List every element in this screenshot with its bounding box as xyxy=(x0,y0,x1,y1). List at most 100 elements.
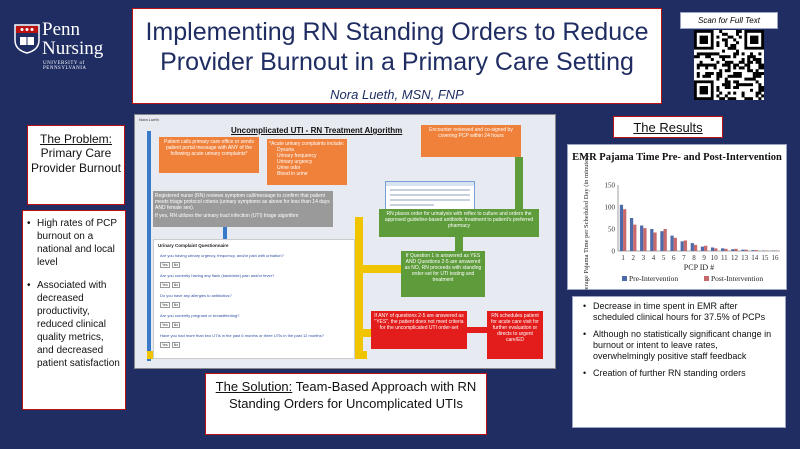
bar-pre xyxy=(710,247,715,251)
results-bullet: Creation of further RN standing orders xyxy=(583,368,781,379)
x-tick-label: 12 xyxy=(731,254,739,262)
any-yes-box: If ANY of questions 2-5 are answered as … xyxy=(371,311,467,349)
y-axis-label: Average Pajama Time per Scheduled Day (i… xyxy=(583,155,590,291)
no-option[interactable]: No xyxy=(171,322,181,328)
connector-line xyxy=(363,329,373,337)
x-tick-label: 13 xyxy=(741,254,749,262)
legend-label: Pre-Intervention xyxy=(629,274,678,283)
yes-option[interactable]: Yes xyxy=(160,282,170,288)
connector-line xyxy=(355,217,363,357)
bar-pre xyxy=(660,231,664,251)
yes-option[interactable]: Yes xyxy=(160,302,170,308)
x-axis-label: PCP ID # xyxy=(684,263,714,272)
connector-line xyxy=(147,131,151,361)
y-tick-label: 150 xyxy=(605,182,616,190)
questionnaire-title: Urinary Complaint Questionnaire xyxy=(158,243,229,248)
y-tick-label: 0 xyxy=(612,248,616,256)
complaint-item: Urinary urgency xyxy=(277,159,313,165)
x-tick-label: 11 xyxy=(721,254,728,262)
solution-panel: The Solution: Team-Based Approach with R… xyxy=(205,373,487,435)
bar-pre xyxy=(680,241,684,251)
schedule-box: RN schedules patient for acute care visi… xyxy=(487,311,543,359)
bar-pre xyxy=(751,250,755,251)
no-option[interactable]: No xyxy=(171,302,181,308)
x-tick-label: 8 xyxy=(692,254,696,262)
x-tick-label: 3 xyxy=(642,254,646,262)
bar-pre xyxy=(700,246,705,251)
logo-nursing: Nursing xyxy=(42,38,104,59)
results-bullet: Decrease in time spent in EMR after sche… xyxy=(583,301,781,323)
registered-nurse-text: Registered nurse (RN) reviews symptom ca… xyxy=(155,193,330,211)
bar-post xyxy=(754,250,758,251)
problem-panel: The Problem: Primary Care Provider Burno… xyxy=(27,125,125,205)
x-tick-label: 1 xyxy=(621,254,625,262)
results-bullet: Although no statistically significant ch… xyxy=(583,329,781,362)
patient-calls-box: Patient calls primary care office or sen… xyxy=(159,137,259,173)
yes-option[interactable]: Yes xyxy=(160,322,170,328)
logo-university: UNIVERSITY of PENNSYLVANIA xyxy=(43,61,87,71)
problem-bullets-panel: High rates of PCP burnout on a national … xyxy=(22,210,126,410)
bar-post xyxy=(704,245,708,251)
bar-pre xyxy=(619,204,624,251)
bar-pre xyxy=(640,225,644,251)
bar-post xyxy=(643,228,647,251)
x-tick-label: 16 xyxy=(771,254,779,262)
bar-pre xyxy=(650,229,654,251)
bar-post xyxy=(673,237,677,251)
problem-bullet: Associated with decreased productivity, … xyxy=(27,279,121,370)
question: Are you having urinary urgency, frequenc… xyxy=(160,253,284,258)
complaint-item: Urine odor xyxy=(277,165,301,171)
connector-line xyxy=(363,265,401,273)
results-chart-panel: EMR Pajama Time Pre- and Post-Interventi… xyxy=(567,144,787,291)
connector-line xyxy=(467,327,487,333)
qr-code-icon[interactable] xyxy=(694,30,764,100)
legend-label: Post-Intervention xyxy=(711,274,763,283)
bar-pre xyxy=(741,249,745,251)
complaints-title: *Acute urinary complaints include: xyxy=(269,141,345,147)
bar-post xyxy=(623,209,627,251)
questionnaire-panel: Urinary Complaint Questionnaire Are you … xyxy=(153,239,355,359)
bar-post xyxy=(724,248,728,251)
poster-author: Nora Lueth, MSN, FNP xyxy=(330,87,464,102)
bar-post xyxy=(734,248,738,251)
bar-pre xyxy=(721,248,725,251)
x-tick-label: 7 xyxy=(682,254,686,262)
bar-pre xyxy=(670,235,674,251)
problem-bullet: High rates of PCP burnout on a national … xyxy=(27,217,121,269)
algorithm-author: Nora Lueth xyxy=(139,117,159,122)
no-option[interactable]: No xyxy=(171,342,181,348)
legend-swatch xyxy=(622,276,627,281)
bar-pre xyxy=(690,243,694,251)
connector-line xyxy=(455,237,463,251)
complaint-item: Blood in urine xyxy=(277,171,308,177)
no-option[interactable]: No xyxy=(171,262,181,268)
bar-post xyxy=(683,240,688,251)
chart-title: EMR Pajama Time Pre- and Post-Interventi… xyxy=(572,152,782,163)
registered-nurse-text-2: If yes, RN utilizes the urinary tract in… xyxy=(155,213,299,219)
yes-option[interactable]: Yes xyxy=(160,342,170,348)
bar-post xyxy=(744,249,748,251)
algorithm-figure: Nora Lueth Uncomplicated UTI - RN Treatm… xyxy=(134,114,556,369)
q1-yes-box: If Question 1 is answered as YES AND Que… xyxy=(401,251,485,297)
connector-line xyxy=(515,157,523,213)
emr-screenshot xyxy=(385,181,475,211)
title-panel: Implementing RN Standing Orders to Reduc… xyxy=(132,8,662,104)
shield-icon xyxy=(14,24,40,54)
no-option[interactable]: No xyxy=(171,282,181,288)
x-tick-label: 10 xyxy=(711,254,719,262)
registered-nurse-box: Registered nurse (RN) reviews symptom ca… xyxy=(153,191,333,227)
problem-text: Primary Care Provider Burnout xyxy=(30,146,122,175)
y-tick-label: 100 xyxy=(605,204,616,212)
question: Are you currently having any flank (back… xyxy=(160,273,275,278)
logo-penn: Penn xyxy=(42,19,80,40)
yes-option[interactable]: Yes xyxy=(160,262,170,268)
bar-post xyxy=(633,224,637,251)
solution-heading: The Solution: xyxy=(215,379,293,394)
bar-pre xyxy=(629,218,634,251)
complaints-box: *Acute urinary complaints include: Dysur… xyxy=(267,139,347,185)
x-tick-label: 6 xyxy=(672,254,676,262)
question: Are you currently pregnant or breastfeed… xyxy=(160,313,240,318)
x-tick-label: 14 xyxy=(751,254,759,262)
question: Have you had more than two UTIs in the p… xyxy=(160,333,324,338)
